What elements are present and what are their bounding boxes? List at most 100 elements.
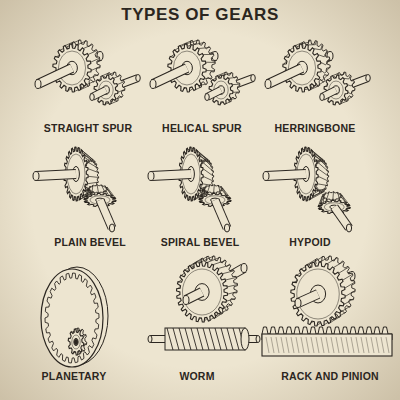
rack-hatch (351, 337, 354, 353)
worm-thread (167, 328, 173, 350)
shaft (38, 68, 72, 84)
shaft (266, 174, 306, 176)
tooth-edge (192, 42, 204, 44)
tooth-edge (203, 54, 214, 55)
rack-hatch (266, 337, 269, 353)
tooth-edge (218, 185, 220, 193)
worm-thread (197, 328, 203, 350)
tooth-edge (338, 192, 340, 200)
ring-gear-teeth (45, 273, 99, 363)
shaft (153, 68, 187, 84)
tooth-edge (307, 41, 316, 45)
tooth-edge (87, 182, 98, 184)
tooth-edge (345, 282, 355, 288)
tooth-edge (204, 78, 211, 79)
tooth-edge (316, 189, 326, 190)
shaft-outline (266, 174, 306, 176)
worm-thread (233, 328, 239, 350)
worm-thread (209, 328, 215, 350)
shaft-outline (268, 68, 302, 84)
shaft-end (265, 80, 271, 89)
tooth-edge (186, 40, 198, 44)
tooth-edge (318, 51, 327, 57)
shaft-outline (100, 200, 112, 228)
tooth-edge (206, 70, 214, 71)
tooth-edge (332, 192, 334, 200)
rack-hatch (341, 337, 344, 353)
shaft-outline (36, 174, 76, 176)
tooth-edge (88, 51, 97, 55)
shaft-outline (153, 68, 187, 84)
tooth-edge (223, 73, 232, 75)
tooth-edge (88, 176, 99, 177)
tooth-edge (198, 47, 210, 48)
tooth-edge (339, 267, 349, 273)
rack-hatch (336, 337, 339, 353)
gear-type-label: HERRINGBONE (240, 122, 390, 134)
shaft (36, 174, 76, 176)
gear-web (182, 269, 221, 315)
tooth-edge (202, 186, 206, 196)
worm-thread (191, 328, 197, 350)
tooth-edge (318, 169, 329, 177)
rack-hatch (296, 337, 299, 353)
rack-hatch (276, 337, 279, 353)
rack-hatch (311, 337, 314, 353)
tooth-edge (115, 96, 122, 99)
gear-type-label: SPIRAL BEVEL (125, 236, 275, 248)
tooth-edge (327, 258, 337, 264)
gear-type-label: WORM (122, 370, 272, 382)
rack-hatch (321, 337, 324, 353)
drawing (33, 40, 398, 367)
gear-front-face (68, 329, 84, 355)
shaft-end (35, 80, 41, 89)
rack-hatch (331, 337, 334, 353)
tooth-edge (232, 84, 240, 85)
gear-type-label: STRAIGHT SPUR (13, 122, 163, 134)
tooth-edge (345, 291, 355, 297)
tooth-edge (321, 67, 330, 74)
worm-thread (215, 328, 221, 350)
gear-web (297, 269, 340, 319)
shaft-end (33, 172, 39, 181)
shaft-end (295, 299, 301, 308)
shaft-end (366, 75, 371, 82)
tooth-edge (203, 176, 213, 181)
shaft-end (256, 336, 260, 343)
tooth-edge (344, 299, 354, 305)
shaft-end (148, 172, 154, 181)
shaft (215, 200, 227, 228)
tooth-edge (91, 67, 100, 71)
tooth-edge (108, 72, 115, 75)
tooth-edge (118, 89, 125, 92)
tooth-edge (229, 77, 238, 78)
rack-hatch (271, 337, 274, 353)
shaft-end (346, 224, 351, 232)
worm-thread (185, 328, 191, 350)
shaft-end (136, 75, 141, 82)
tooth-edge (114, 75, 121, 78)
worm-thread (203, 328, 209, 350)
tooth-edge (222, 271, 234, 274)
tooth-edge (89, 75, 98, 79)
tooth-edge (87, 161, 98, 168)
tooth-edge (321, 58, 330, 65)
worm-thread (221, 328, 227, 350)
rack-hatch (371, 337, 374, 353)
shaft (151, 174, 191, 176)
tooth-edge (338, 72, 345, 75)
shaft-end (224, 224, 229, 232)
shaft-end (148, 336, 152, 343)
rack-hatch (281, 337, 284, 353)
tooth-edge (225, 277, 236, 280)
tooth-edge (313, 45, 322, 50)
rack-hatch (356, 337, 359, 353)
tooth-edge (348, 89, 355, 93)
shaft-outline (38, 68, 72, 84)
tooth-edge (83, 45, 92, 49)
shaft-outline (151, 174, 191, 176)
title: TYPES OF GEARS (0, 5, 400, 25)
tooth-edge (227, 285, 237, 287)
tooth-edge (91, 58, 100, 62)
